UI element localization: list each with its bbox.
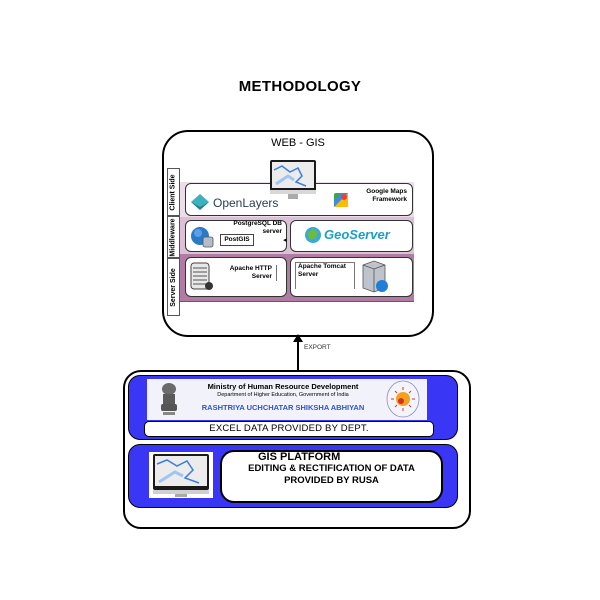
client-side-label: Client Side (167, 168, 180, 216)
middleware-label: Middleware (167, 216, 180, 258)
apache-tomcat-line2: Server (298, 271, 319, 278)
map-route-icon (156, 459, 200, 484)
geoserver-logo-icon (305, 227, 321, 243)
openlayers-label: OpenLayers (213, 196, 279, 210)
export-label: EXPORT (304, 344, 331, 351)
rusa-banner (147, 379, 427, 420)
ministry-text: Ministry of Human Resource Development (207, 382, 359, 391)
google-maps-label: Google Maps Framework (352, 188, 407, 204)
google-maps-line2: Framework (372, 196, 407, 203)
monitor-icon (270, 160, 316, 200)
apache-http-line2: Server (251, 273, 272, 280)
postgresql-line1: PostgreSQL DB (233, 220, 282, 227)
emblem-icon (161, 383, 177, 415)
openlayers-logo-icon (191, 194, 209, 210)
apache-tomcat-line1: Apache Tomcat (298, 263, 346, 270)
server-tower-icon (362, 260, 388, 293)
apache-tomcat-card (290, 257, 413, 297)
server-rack-icon (190, 262, 213, 290)
gis-platform-line1: EDITING & RECTIFICATION OF DATA (248, 463, 415, 474)
web-gis-title: WEB - GIS (271, 137, 325, 149)
gis-platform-card (220, 450, 443, 503)
google-maps-icon (334, 193, 348, 207)
geoserver-label: GeoServer (324, 227, 390, 242)
gis-platform-line2: PROVIDED BY RUSA (284, 475, 379, 486)
server-side-label: Server Side (167, 258, 180, 316)
apache-http-label: Apache HTTP Server (214, 265, 277, 281)
rusa-logo-icon (386, 380, 420, 418)
gis-monitor-image (149, 452, 213, 498)
server-side-text: Server Side (170, 267, 177, 307)
department-text: Department of Higher Education, Governme… (217, 392, 349, 398)
google-maps-line1: Google Maps (366, 188, 407, 195)
connector-arrow-icon: ◂ (283, 237, 287, 244)
postgresql-label: PostgreSQL DB server (218, 220, 282, 236)
page-title: METHODOLOGY (238, 78, 362, 95)
middleware-text: Middleware (170, 217, 177, 257)
arrow-up-icon (293, 334, 303, 342)
export-arrow-line (297, 340, 299, 372)
postgresql-line2: server (262, 228, 282, 235)
excel-data-label: EXCEL DATA PROVIDED BY DEPT. (144, 421, 434, 437)
database-globe-icon (191, 227, 214, 248)
client-side-text: Client Side (170, 173, 177, 211)
apache-tomcat-label: Apache Tomcat Server (295, 262, 355, 289)
apache-http-line1: Apache HTTP (229, 265, 272, 272)
postgis-label: PostGIS (220, 234, 254, 246)
rusa-text: RASHTRIYA UCHCHATAR SHIKSHA ABHIYAN (201, 403, 365, 412)
gis-platform-title: GIS PLATFORM (258, 451, 341, 463)
